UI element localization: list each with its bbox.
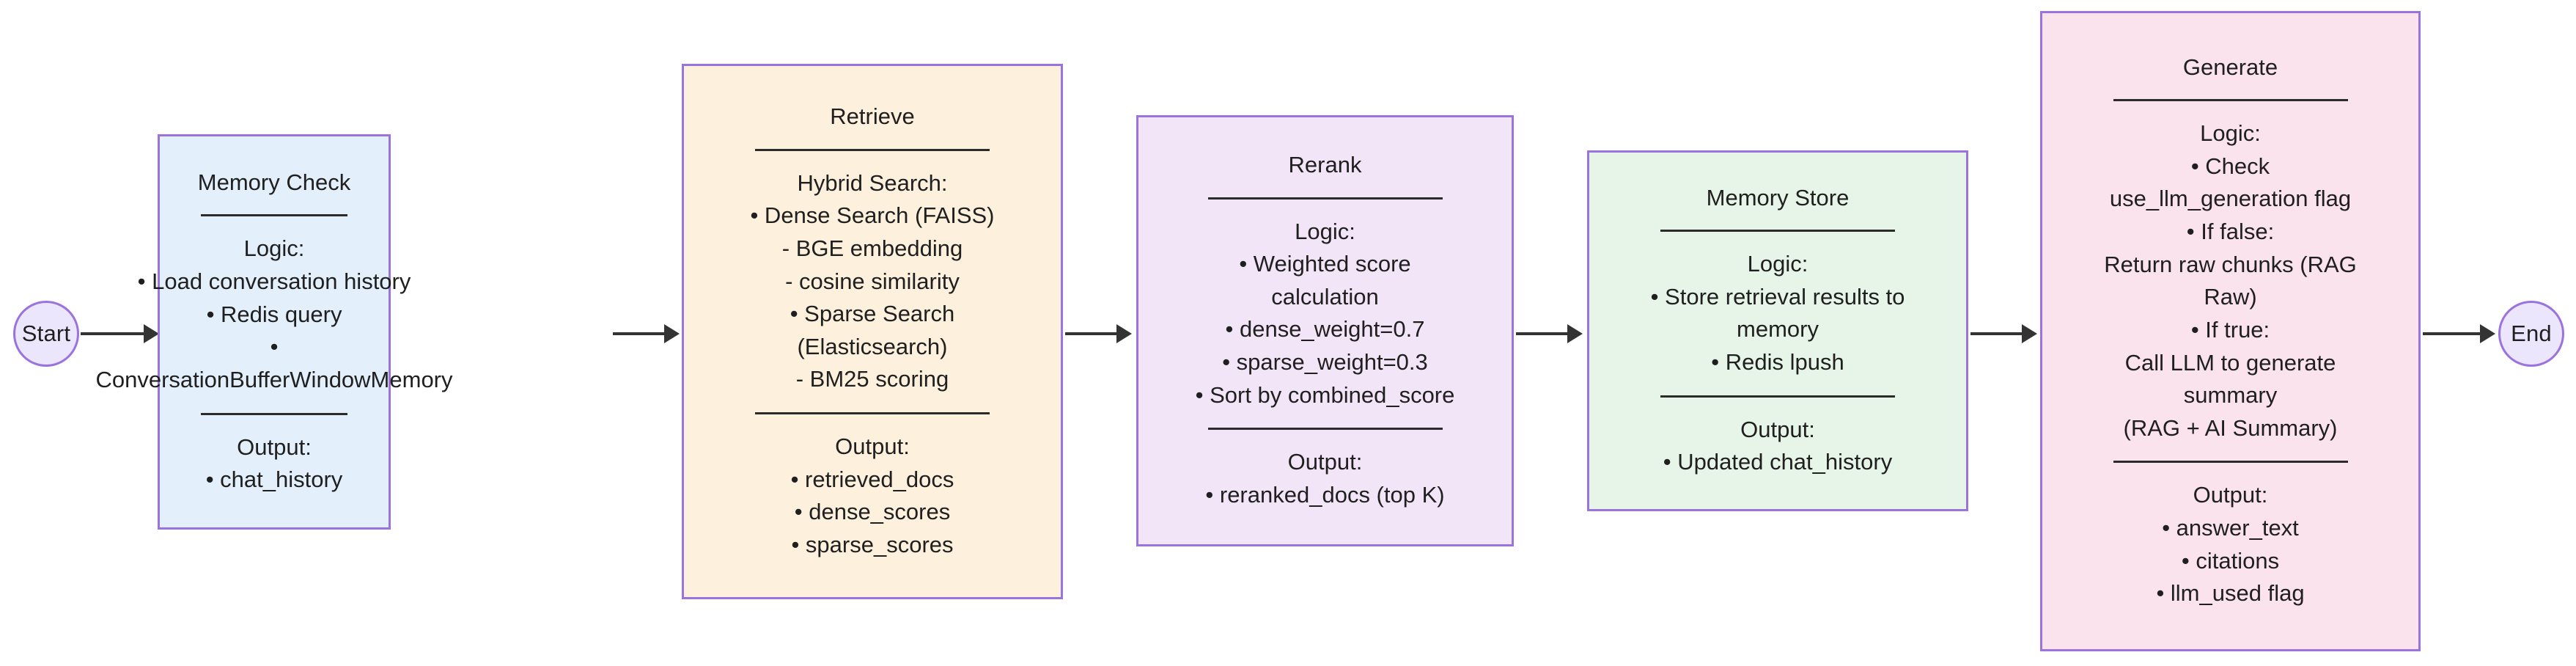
divider-bottom bbox=[1207, 428, 1443, 431]
node-generate-logic: Logic: • Check use_llm_generation flag •… bbox=[2104, 117, 2357, 444]
logic-line: calculation bbox=[1271, 283, 1379, 310]
output-line: • retrieved_docs bbox=[790, 466, 954, 492]
output-line: • answer_text bbox=[2162, 515, 2299, 541]
logic-line: use_llm_generation flag bbox=[2109, 186, 2352, 212]
output-line: • llm_used flag bbox=[2156, 580, 2305, 607]
node-start[interactable]: Start bbox=[13, 301, 79, 367]
logic-line: ConversationBufferWindowMemory bbox=[95, 366, 453, 392]
divider-top bbox=[2113, 99, 2348, 102]
divider-bottom bbox=[2113, 461, 2348, 464]
node-retrieve-output: Output: • retrieved_docs • dense_scores … bbox=[791, 431, 954, 562]
logic-line: summary bbox=[2183, 382, 2278, 409]
divider-top bbox=[755, 148, 990, 151]
logic-heading: Hybrid Search: bbox=[797, 169, 948, 196]
node-memory-store-logic: Logic: • Store retrieval results to memo… bbox=[1651, 248, 1905, 379]
node-rerank-title: Rerank bbox=[1288, 152, 1362, 178]
arrowhead-rerank-to-memory-store bbox=[1567, 324, 1583, 343]
output-heading: Output: bbox=[1287, 449, 1363, 475]
logic-heading: Logic: bbox=[1295, 218, 1355, 244]
node-rerank-output: Output: • reranked_docs (top K) bbox=[1205, 446, 1444, 511]
divider-bottom bbox=[201, 412, 347, 415]
node-memory-store-output: Output: • Updated chat_history bbox=[1663, 414, 1892, 479]
divider-top bbox=[1660, 230, 1895, 233]
logic-heading: Logic: bbox=[243, 235, 305, 262]
node-end[interactable]: End bbox=[2498, 301, 2564, 367]
logic-line: • sparse_weight=0.3 bbox=[1222, 349, 1428, 376]
logic-line: • Store retrieval results to bbox=[1650, 283, 1905, 310]
output-line: • citations bbox=[2181, 547, 2280, 574]
node-memory-check[interactable]: Memory Check Logic: • Load conversation … bbox=[96, 134, 453, 530]
logic-line: • Load conversation history bbox=[137, 268, 411, 295]
arrowhead-memory-check-to-retrieve bbox=[664, 324, 680, 343]
logic-line: • Redis query bbox=[206, 301, 342, 327]
output-line: • reranked_docs (top K) bbox=[1205, 481, 1445, 508]
divider-top bbox=[1207, 197, 1443, 200]
logic-line: • Sparse Search bbox=[790, 301, 955, 327]
node-rerank[interactable]: Rerank Logic: • Weighted score calculati… bbox=[1136, 115, 1514, 546]
node-memory-store[interactable]: Memory Store Logic: • Store retrieval re… bbox=[1587, 150, 1968, 511]
logic-line: • Weighted score bbox=[1239, 251, 1411, 277]
logic-line: (Elasticsearch) bbox=[797, 333, 948, 359]
logic-line: Call LLM to generate bbox=[2124, 349, 2336, 376]
output-heading: Output: bbox=[1740, 416, 1815, 442]
output-line: • sparse_scores bbox=[791, 531, 954, 557]
logic-line: • dense_weight=0.7 bbox=[1225, 316, 1425, 343]
edge-memory-store-to-generate bbox=[1970, 332, 2023, 335]
logic-line: • If true: bbox=[2190, 316, 2270, 343]
logic-line: - cosine similarity bbox=[785, 268, 960, 294]
divider-bottom bbox=[1660, 395, 1895, 398]
logic-line: - BGE embedding bbox=[781, 235, 963, 261]
edge-generate-to-end bbox=[2423, 332, 2481, 335]
node-memory-store-title: Memory Store bbox=[1706, 185, 1850, 211]
edge-memory-check-to-retrieve bbox=[613, 332, 666, 335]
arrowhead-memory-store-to-generate bbox=[2022, 324, 2037, 343]
output-line: • Updated chat_history bbox=[1663, 449, 1893, 475]
logic-line: • bbox=[270, 334, 279, 360]
output-heading: Output: bbox=[2193, 482, 2268, 508]
node-retrieve[interactable]: Retrieve Hybrid Search: • Dense Search (… bbox=[682, 64, 1063, 599]
node-generate-title: Generate bbox=[2182, 54, 2278, 81]
node-retrieve-title: Retrieve bbox=[830, 103, 915, 130]
node-retrieve-logic: Hybrid Search: • Dense Search (FAISS) - … bbox=[750, 167, 994, 396]
node-rerank-logic: Logic: • Weighted score calculation • de… bbox=[1196, 216, 1455, 412]
arrowhead-retrieve-to-rerank bbox=[1116, 324, 1132, 343]
divider-top bbox=[201, 214, 347, 217]
output-line: • chat_history bbox=[205, 466, 343, 493]
logic-line: Return raw chunks (RAG bbox=[2104, 251, 2357, 277]
output-heading: Output: bbox=[835, 433, 910, 460]
node-start-label: Start bbox=[21, 321, 71, 346]
arrowhead-start-to-memory-check bbox=[144, 324, 159, 343]
logic-line: (RAG + AI Summary) bbox=[2123, 414, 2338, 441]
logic-heading: Logic: bbox=[1747, 251, 1808, 277]
logic-heading: Logic: bbox=[2200, 120, 2261, 147]
edge-start-to-memory-check bbox=[81, 332, 145, 335]
logic-line: Raw) bbox=[2204, 284, 2257, 310]
node-memory-check-title: Memory Check bbox=[197, 169, 351, 196]
node-generate-output: Output: • answer_text • citations • llm_… bbox=[2156, 479, 2304, 610]
edge-rerank-to-memory-store bbox=[1516, 332, 1569, 335]
divider-bottom bbox=[755, 412, 990, 415]
arrowhead-generate-to-end bbox=[2480, 324, 2495, 343]
node-end-label: End bbox=[2511, 321, 2552, 346]
logic-line: • Check bbox=[2190, 153, 2270, 179]
logic-line: • If false: bbox=[2186, 219, 2275, 245]
edge-retrieve-to-rerank bbox=[1065, 332, 1118, 335]
node-generate[interactable]: Generate Logic: • Check use_llm_generati… bbox=[2040, 11, 2421, 651]
output-heading: Output: bbox=[237, 433, 312, 460]
logic-line: • Redis lpush bbox=[1711, 349, 1844, 376]
node-memory-check-output: Output: • chat_history bbox=[206, 431, 343, 497]
logic-line: - BM25 scoring bbox=[795, 366, 949, 392]
logic-line: • Sort by combined_score bbox=[1195, 381, 1455, 408]
logic-line: • Dense Search (FAISS) bbox=[750, 202, 995, 229]
node-memory-check-logic: Logic: • Load conversation history • Red… bbox=[96, 233, 453, 396]
logic-line: memory bbox=[1737, 316, 1819, 343]
output-line: • dense_scores bbox=[794, 499, 951, 525]
